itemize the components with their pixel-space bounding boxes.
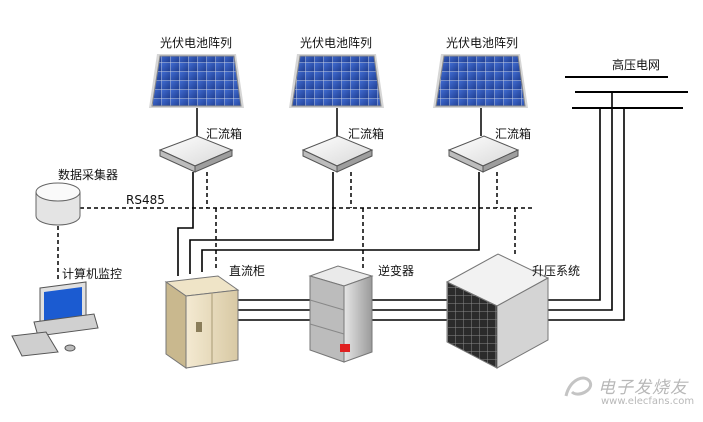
inverter-label: 逆变器 xyxy=(378,264,415,278)
data-collector-label: 数据采集器 xyxy=(58,168,119,182)
step-up-label: 升压系统 xyxy=(532,264,581,278)
combiner-label-1: 汇流箱 xyxy=(206,127,243,141)
computer-monitor-label: 计算机监控 xyxy=(62,267,123,281)
power-line-icon xyxy=(565,76,688,109)
solar-panel-3 xyxy=(433,54,528,108)
solar-panel-2 xyxy=(289,54,384,108)
combiner-box-1 xyxy=(158,135,234,173)
pv-array-label-2: 光伏电池阵列 xyxy=(300,36,373,50)
computer-icon xyxy=(11,281,99,357)
solar-panel-1 xyxy=(149,54,244,108)
pv-array-label-1: 光伏电池阵列 xyxy=(160,36,233,50)
combiner-box-2 xyxy=(301,135,374,173)
grid-feed-lines xyxy=(548,92,625,321)
watermark-url: www.elecfans.com xyxy=(601,396,695,407)
combiner-label-3: 汇流箱 xyxy=(495,127,532,141)
hv-grid-label: 高压电网 xyxy=(612,58,661,72)
watermark-swirl-icon xyxy=(564,376,593,397)
cabinet-icon xyxy=(164,275,240,369)
transformer-icon xyxy=(445,253,550,369)
inverter-icon xyxy=(308,265,374,363)
database-icon xyxy=(35,182,81,226)
ac-power-lines xyxy=(238,299,447,321)
combiner-box-3 xyxy=(447,135,520,173)
rs485-bus xyxy=(57,172,533,282)
panel-to-combiner-lines xyxy=(196,108,482,136)
pv-array-label-3: 光伏电池阵列 xyxy=(446,36,519,50)
dc-cabinet-label: 直流柜 xyxy=(229,264,266,278)
watermark-brand: 电子发烧友 xyxy=(598,378,688,398)
combiner-label-2: 汇流箱 xyxy=(348,127,385,141)
rs485-label: RS485 xyxy=(126,193,165,207)
dc-lines xyxy=(177,172,480,276)
